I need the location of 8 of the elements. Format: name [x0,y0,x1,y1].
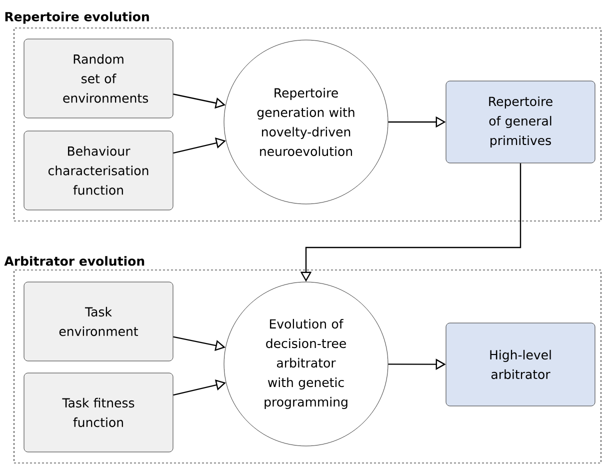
input-box: Task environment [24,282,174,362]
input-box: Behaviour characterisation function [24,130,174,210]
node-label: Repertoire evolution [5,12,149,24]
input-box: Random set of environments [24,38,174,118]
input-box: Task fitness function [24,372,174,452]
output-box: Repertoire of general primitives [446,80,596,164]
node-label: Arbitrator evolution [4,256,144,266]
output-box: High-level arbitrator [446,322,596,406]
